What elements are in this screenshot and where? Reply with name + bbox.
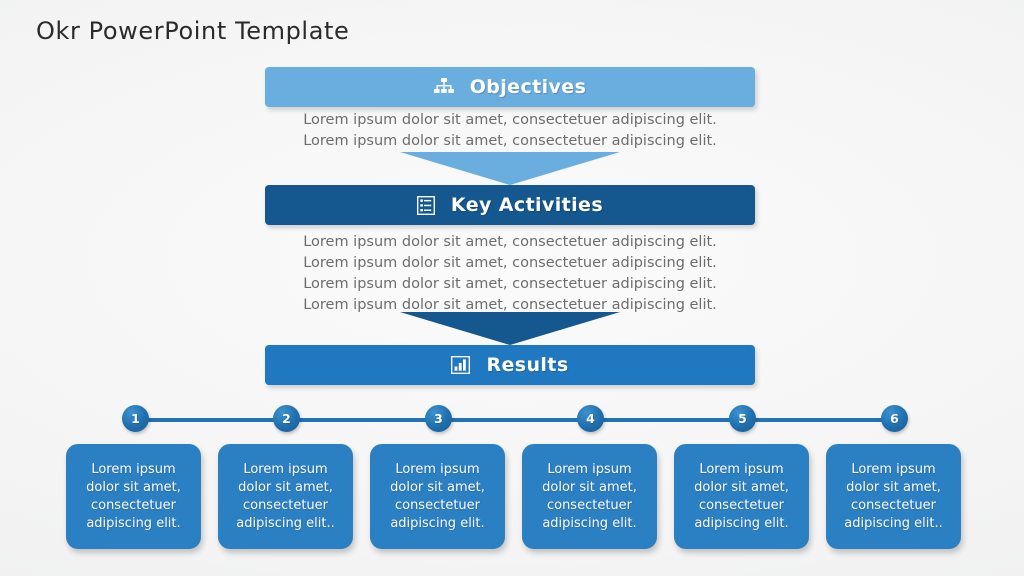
timeline-node-6[interactable]: 6	[881, 405, 908, 432]
key-activities-line: Lorem ipsum dolor sit amet, consectetuer…	[303, 276, 717, 292]
timeline-node-1[interactable]: 1	[122, 405, 149, 432]
card-text: Lorem ipsum dolor sit amet, consectetuer…	[236, 461, 335, 531]
card-text: Lorem ipsum dolor sit amet, consectetuer…	[390, 461, 485, 531]
card-1[interactable]: Lorem ipsum dolor sit amet, consectetuer…	[66, 444, 201, 549]
timeline-node-3[interactable]: 3	[425, 405, 452, 432]
timeline-node-4[interactable]: 4	[577, 405, 604, 432]
card-text: Lorem ipsum dolor sit amet, consectetuer…	[694, 461, 789, 531]
objectives-paragraph: Lorem ipsum dolor sit amet, consectetuer…	[265, 110, 755, 152]
key-activities-bar[interactable]: Key Activities	[265, 185, 755, 225]
arrow-objectives-to-key-activities-icon	[400, 152, 620, 185]
objectives-bar[interactable]: Objectives	[265, 67, 755, 107]
arrow-key-activities-to-results-icon	[400, 312, 620, 345]
card-6[interactable]: Lorem ipsum dolor sit amet, consectetuer…	[826, 444, 961, 549]
card-4[interactable]: Lorem ipsum dolor sit amet, consectetuer…	[522, 444, 657, 549]
timeline-node-5[interactable]: 5	[729, 405, 756, 432]
timeline-node-2[interactable]: 2	[273, 405, 300, 432]
results-bar[interactable]: Results	[265, 345, 755, 385]
card-row: Lorem ipsum dolor sit amet, consectetuer…	[0, 444, 1024, 559]
card-3[interactable]: Lorem ipsum dolor sit amet, consectetuer…	[370, 444, 505, 549]
card-text: Lorem ipsum dolor sit amet, consectetuer…	[542, 461, 637, 531]
card-2[interactable]: Lorem ipsum dolor sit amet, consectetuer…	[218, 444, 353, 549]
page-title: Okr PowerPoint Template	[36, 17, 350, 45]
timeline: 1 2 3 4 5 6	[122, 405, 908, 435]
objectives-label: Objectives	[469, 76, 587, 98]
timeline-connector-line	[135, 418, 895, 422]
key-activities-line: Lorem ipsum dolor sit amet, consectetuer…	[303, 297, 717, 313]
card-text: Lorem ipsum dolor sit amet, consectetuer…	[844, 461, 943, 531]
key-activities-line: Lorem ipsum dolor sit amet, consectetuer…	[303, 255, 717, 271]
objectives-line: Lorem ipsum dolor sit amet, consectetuer…	[303, 112, 717, 128]
card-text: Lorem ipsum dolor sit amet, consectetuer…	[86, 461, 181, 531]
card-5[interactable]: Lorem ipsum dolor sit amet, consectetuer…	[674, 444, 809, 549]
org-chart-icon	[433, 78, 454, 96]
checklist-icon	[416, 195, 435, 215]
results-label: Results	[486, 354, 569, 376]
bar-chart-icon	[451, 356, 471, 374]
key-activities-line: Lorem ipsum dolor sit amet, consectetuer…	[303, 234, 717, 250]
objectives-line: Lorem ipsum dolor sit amet, consectetuer…	[303, 133, 717, 149]
key-activities-paragraph: Lorem ipsum dolor sit amet, consectetuer…	[265, 232, 755, 316]
key-activities-label: Key Activities	[450, 194, 604, 216]
